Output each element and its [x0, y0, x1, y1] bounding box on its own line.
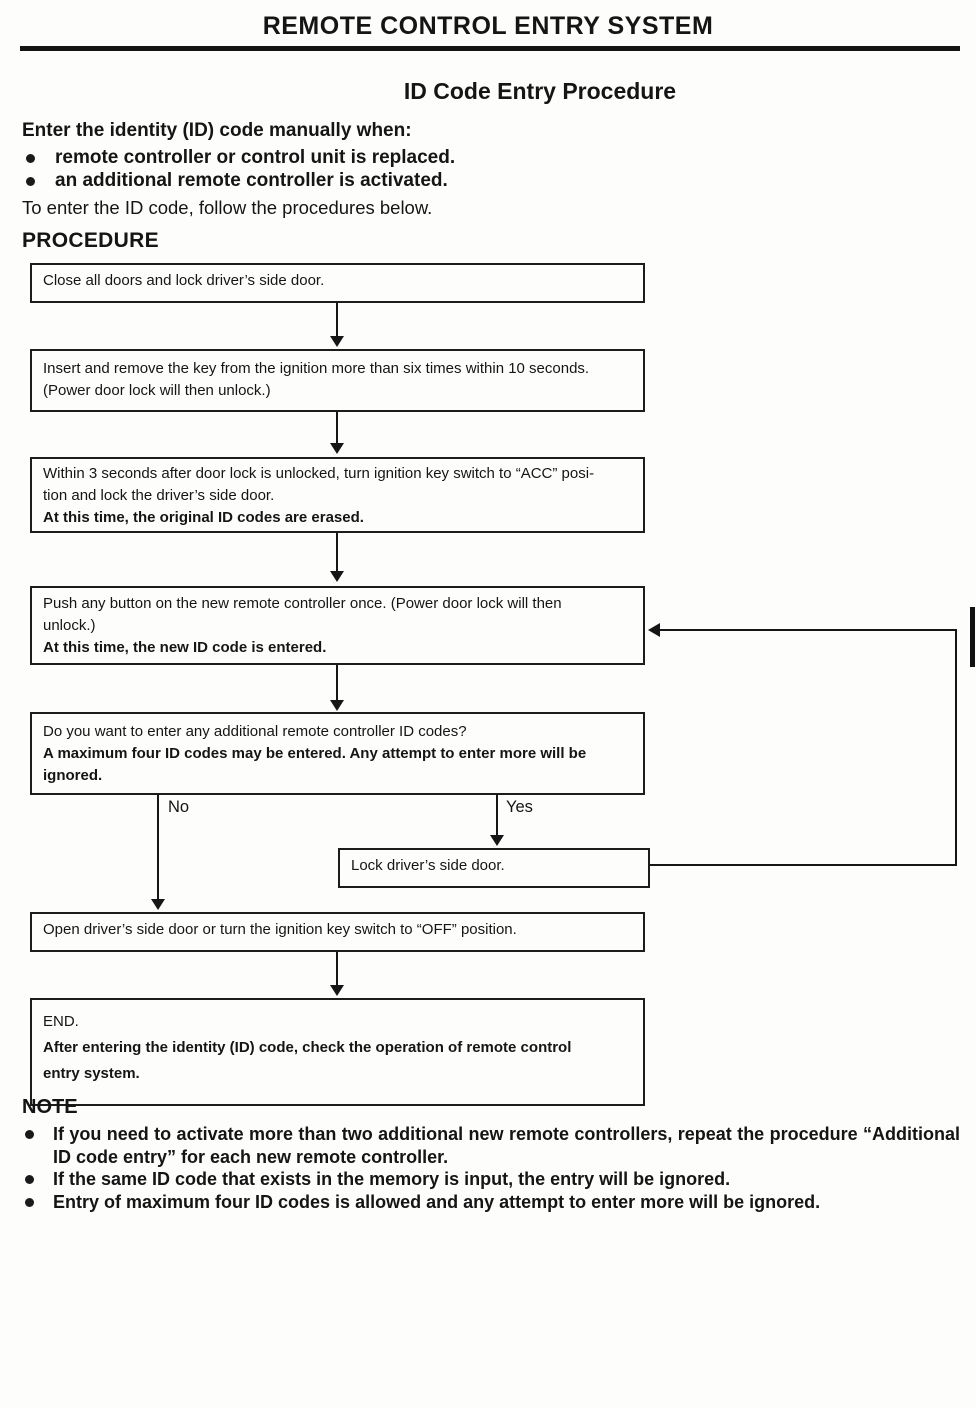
- loop-line-bottom: [650, 864, 957, 866]
- flow-step-text: Do you want to enter any additional remo…: [43, 723, 467, 740]
- intro-bullet-1-text: remote controller or control unit is rep…: [55, 147, 456, 168]
- branch-label-no: No: [168, 798, 190, 816]
- arrow-to-end: [330, 952, 344, 996]
- arrow-step2-to-step3: [330, 412, 344, 454]
- note-item-2: If the same ID code that exists in the m…: [22, 1168, 960, 1191]
- note-heading: NOTE: [22, 1096, 78, 1118]
- bullet-dot: [25, 1197, 34, 1207]
- bullet-dot: [25, 1175, 34, 1184]
- flow-step-text: unlock.): [43, 617, 96, 634]
- arrow-step4-to-decision: [330, 665, 344, 711]
- branch-label-yes: Yes: [506, 798, 533, 816]
- note-item-3-text: Entry of maximum four ID codes is allowe…: [53, 1191, 821, 1212]
- arrow-step3-to-step4: [330, 533, 344, 582]
- note-item-2-text: If the same ID code that exists in the m…: [53, 1169, 731, 1189]
- flow-step-acc-lock: Within 3 seconds after door lock is unlo…: [30, 457, 645, 533]
- section-title: ID Code Entry Procedure: [403, 78, 677, 104]
- flow-step-text-bold: At this time, the original ID codes are …: [43, 509, 364, 526]
- flow-step-text: Open driver’s side door or turn the igni…: [43, 921, 517, 938]
- loop-line-right: [955, 629, 957, 866]
- page-edge-artifact: [970, 607, 975, 667]
- note-item-1-text: If you need to activate more than two ad…: [53, 1124, 960, 1167]
- intro-bullet-1: remote controller or control unit is rep…: [22, 147, 662, 170]
- flow-step-push-button: Push any button on the new remote contro…: [30, 586, 645, 665]
- flow-step-text: Within 3 seconds after door lock is unlo…: [43, 465, 595, 482]
- flow-step-text: Insert and remove the key from the ignit…: [43, 360, 590, 377]
- arrow-no-branch: [151, 795, 165, 910]
- flow-step-insert-key: Insert and remove the key from the ignit…: [30, 349, 645, 412]
- loop-arrowhead: [648, 623, 660, 637]
- bullet-dot: [26, 176, 35, 186]
- flow-step-text-bold: At this time, the new ID code is entered…: [43, 639, 327, 656]
- note-block: NOTE If you need to activate more than t…: [22, 1096, 960, 1213]
- flow-step-close-doors: Close all doors and lock driver’s side d…: [30, 263, 645, 303]
- arrow-yes-branch: [490, 795, 504, 846]
- intro-lead: Enter the identity (ID) code manually wh…: [22, 120, 412, 141]
- flow-step-text: Push any button on the new remote contro…: [43, 595, 562, 612]
- intro-block: Enter the identity (ID) code manually wh…: [22, 119, 662, 220]
- note-item-1: If you need to activate more than two ad…: [22, 1123, 960, 1168]
- procedure-heading: PROCEDURE: [22, 229, 159, 252]
- flow-step-text-bold: ignored.: [43, 767, 103, 784]
- flow-step-text-bold: entry system.: [43, 1065, 140, 1082]
- flow-step-text: tion and lock the driver’s side door.: [43, 487, 275, 504]
- flow-step-lock-door: Lock driver’s side door.: [338, 848, 650, 888]
- page-header-title: REMOTE CONTROL ENTRY SYSTEM: [262, 12, 714, 40]
- flow-decision-additional-codes: Do you want to enter any additional remo…: [30, 712, 645, 795]
- flow-step-text: END.: [43, 1013, 79, 1030]
- intro-closing: To enter the ID code, follow the procedu…: [22, 197, 433, 218]
- flow-step-text-bold: A maximum four ID codes may be entered. …: [43, 745, 587, 762]
- flow-step-text: (Power door lock will then unlock.): [43, 382, 271, 399]
- flow-step-text-bold: After entering the identity (ID) code, c…: [43, 1039, 572, 1056]
- flow-step-end: END. After entering the identity (ID) co…: [30, 998, 645, 1106]
- bullet-dot: [26, 154, 35, 163]
- bullet-dot: [25, 1130, 34, 1139]
- note-item-3: Entry of maximum four ID codes is allowe…: [22, 1191, 960, 1214]
- arrow-step1-to-step2: [330, 303, 344, 347]
- intro-bullet-2-text: an additional remote controller is activ…: [55, 169, 448, 191]
- flow-step-text: Close all doors and lock driver’s side d…: [43, 272, 325, 289]
- loop-line-top: [659, 629, 957, 631]
- intro-bullet-2: an additional remote controller is activ…: [22, 170, 662, 193]
- flow-step-open-door-off: Open driver’s side door or turn the igni…: [30, 912, 645, 952]
- header-rule: [20, 46, 960, 51]
- flow-step-text: Lock driver’s side door.: [351, 857, 505, 874]
